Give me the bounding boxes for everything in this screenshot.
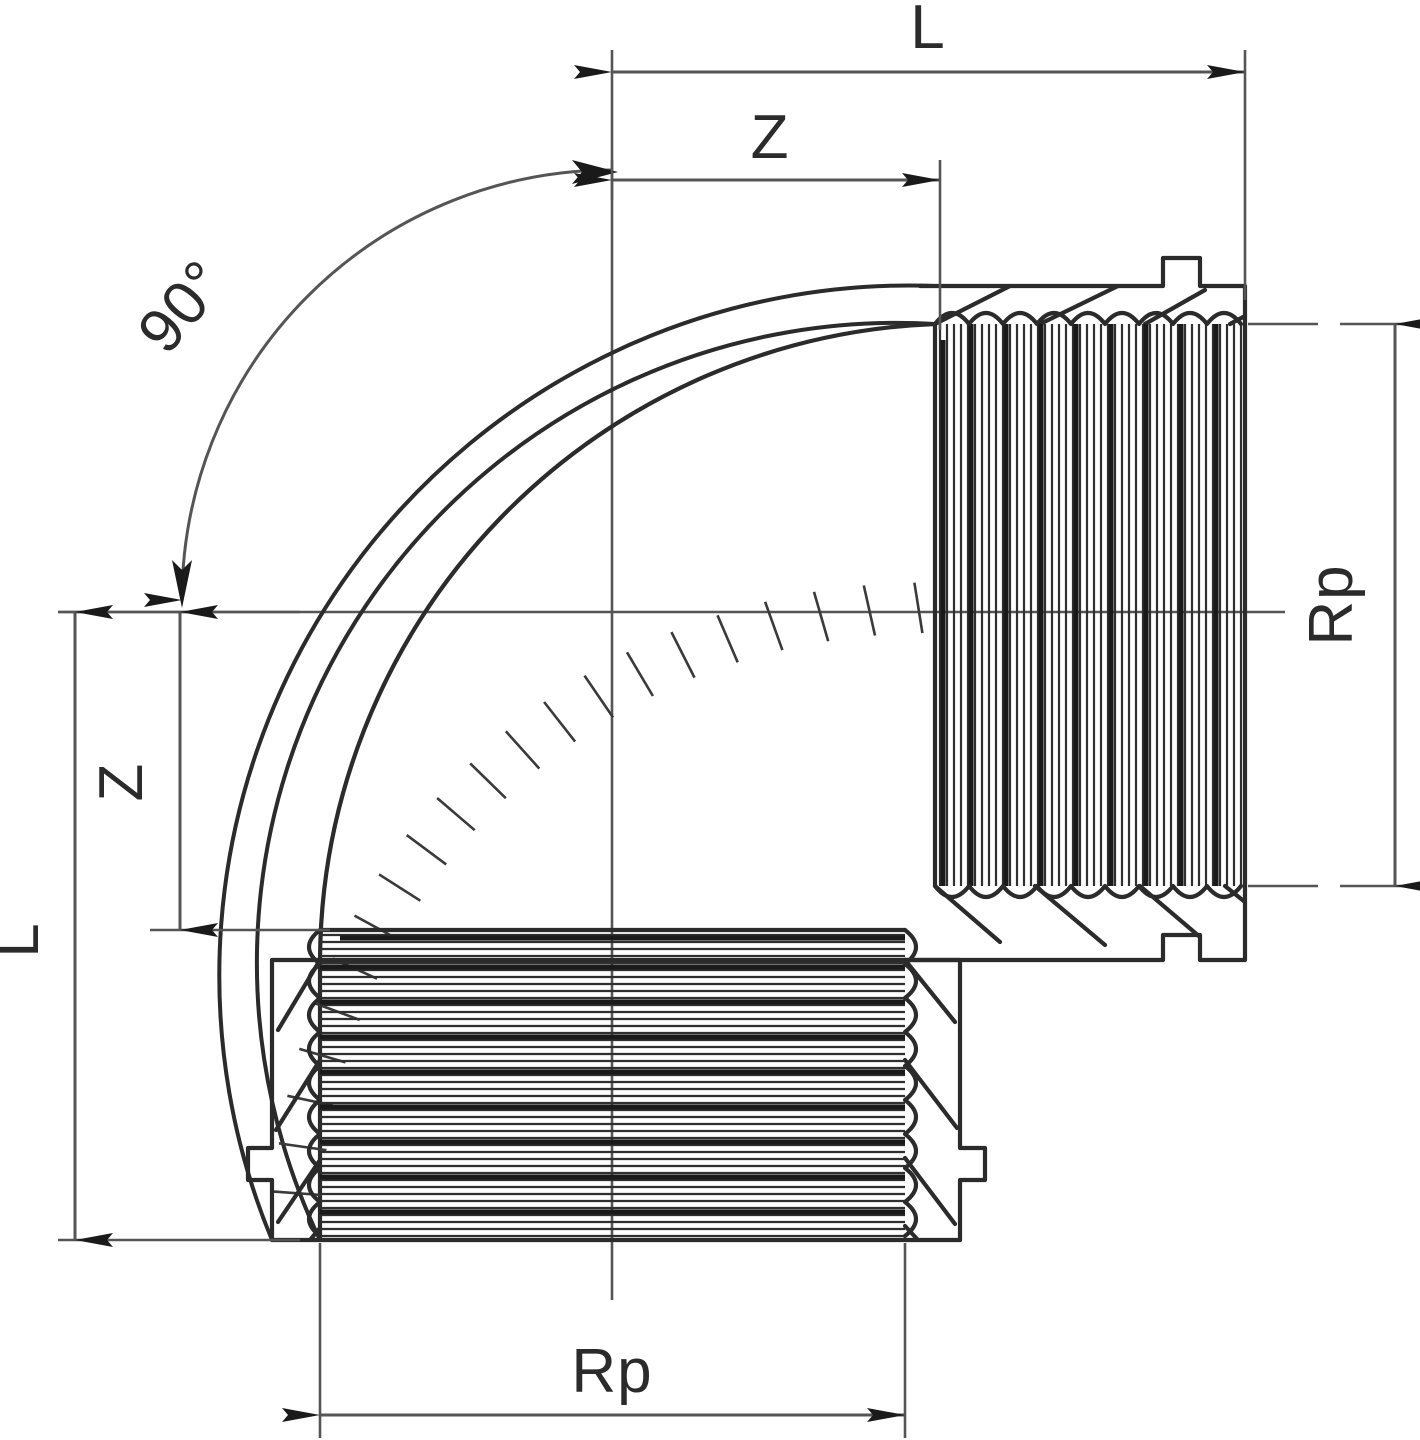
right-arm-thread-crests: [932, 310, 1244, 900]
angle-label: 90°: [125, 248, 240, 366]
right-arm-thread-pattern: [938, 324, 1243, 886]
bottom-arm-thread-crests: [306, 927, 919, 1239]
dimension-label-Rp-bottom: Rp: [571, 1337, 652, 1406]
dimension-Z-top: [574, 160, 942, 330]
dimension-label-L-left: L: [0, 922, 52, 957]
dimension-Z-left: [150, 605, 330, 937]
bend-hatch-band: [217, 283, 936, 1242]
dimension-label-Z-top: Z: [751, 103, 790, 172]
dimension-L-top: [574, 50, 1247, 300]
bottom-arm-thread-pattern: [320, 933, 905, 1238]
dimension-label-L-top: L: [910, 0, 945, 62]
dimension-label-Rp-right: Rp: [1297, 564, 1366, 645]
dimension-label-Z-left: Z: [87, 763, 156, 802]
dimension-Rp-bottom: [282, 1243, 907, 1438]
bottom-arm-body: [245, 927, 988, 1243]
dimension-Rp-right: [1248, 317, 1420, 893]
